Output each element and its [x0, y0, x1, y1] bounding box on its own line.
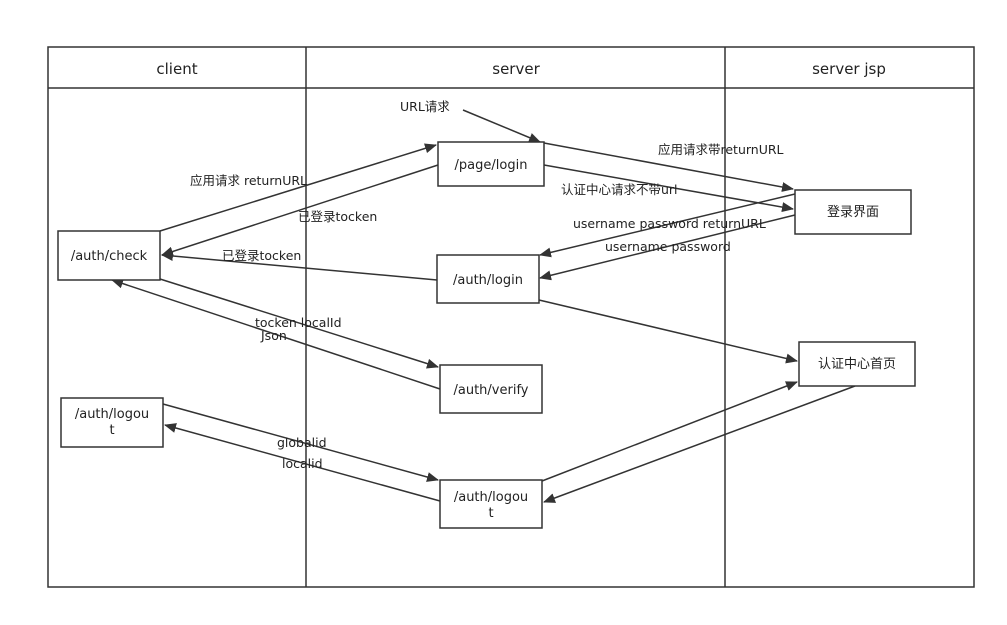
edge-label-logged-in-token-1: 已登录tocken	[298, 209, 377, 224]
node-server-auth-logout-label-1: /auth/logou	[454, 490, 528, 505]
edge-label-app-request-with-return-url: 应用请求带returnURL	[658, 142, 784, 157]
node-auth-verify-label: /auth/verify	[454, 383, 529, 398]
edge-label-json: Json	[260, 328, 287, 343]
edge-verify-to-check	[111, 278, 441, 390]
node-boxes	[57, 141, 916, 529]
node-client-auth-logout-label-2: t	[109, 423, 114, 438]
edge-auth-login-to-center-home	[538, 299, 798, 364]
edge-center-home-to-server-logout	[543, 385, 856, 503]
node-login-page-label: 登录界面	[827, 205, 879, 220]
edge-label-username-password: username password	[605, 239, 731, 254]
edge-page-login-to-login-page-a	[543, 142, 794, 192]
node-page-login-box	[437, 141, 545, 187]
edge-label-local-id: localid	[282, 456, 323, 471]
swimlane-frame	[47, 46, 975, 588]
node-server-auth-logout-box	[439, 479, 543, 529]
edge-url-request	[462, 109, 541, 143]
edge-server-logout-to-client-logout	[164, 423, 441, 502]
edge-label-global-id: globalid	[277, 435, 327, 450]
edge-client-logout-to-server-logout	[162, 403, 439, 482]
edge-label-logged-in-token-2: 已登录tocken	[222, 248, 301, 263]
edge-page-login-to-login-page-b	[543, 164, 794, 213]
edge-label-username-password-return-url: username password returnURL	[573, 216, 766, 231]
edge-label-tocken-local-id: tocken localId	[255, 315, 342, 330]
lane-title-server-jsp: server jsp	[812, 60, 886, 78]
edge-label-auth-center-request-no-url: 认证中心请求不带url	[561, 182, 678, 197]
edge-page-login-to-check	[161, 164, 439, 257]
edge-label-url-request: URL请求	[400, 99, 450, 114]
node-auth-center-home-label: 认证中心首页	[818, 357, 896, 372]
node-auth-check-box	[57, 230, 161, 281]
edge-login-page-to-auth-login-b	[539, 214, 796, 281]
node-server-auth-logout-label-2: t	[488, 506, 493, 521]
edge-label-app-request-return-url: 应用请求 returnURL	[190, 173, 307, 188]
node-auth-check-label: /auth/check	[71, 249, 148, 264]
node-auth-login-label: /auth/login	[453, 273, 523, 288]
edge-check-to-page-login	[159, 143, 437, 232]
node-auth-verify-box	[439, 364, 543, 414]
edges	[111, 109, 856, 503]
node-auth-login-box	[436, 254, 540, 304]
node-page-login-label: /page/login	[455, 158, 528, 173]
edge-server-logout-to-center-home	[541, 381, 798, 482]
lane-title-server: server	[492, 60, 540, 78]
edge-login-page-to-auth-login-a	[539, 193, 796, 258]
node-auth-center-home-box	[798, 341, 916, 387]
edge-check-to-verify	[159, 278, 439, 369]
lane-title-client: client	[156, 60, 197, 78]
edge-auth-login-to-check	[161, 251, 438, 281]
node-client-auth-logout-box	[60, 397, 164, 448]
node-login-page-box	[794, 189, 912, 235]
node-client-auth-logout-label-1: /auth/logou	[75, 407, 149, 422]
